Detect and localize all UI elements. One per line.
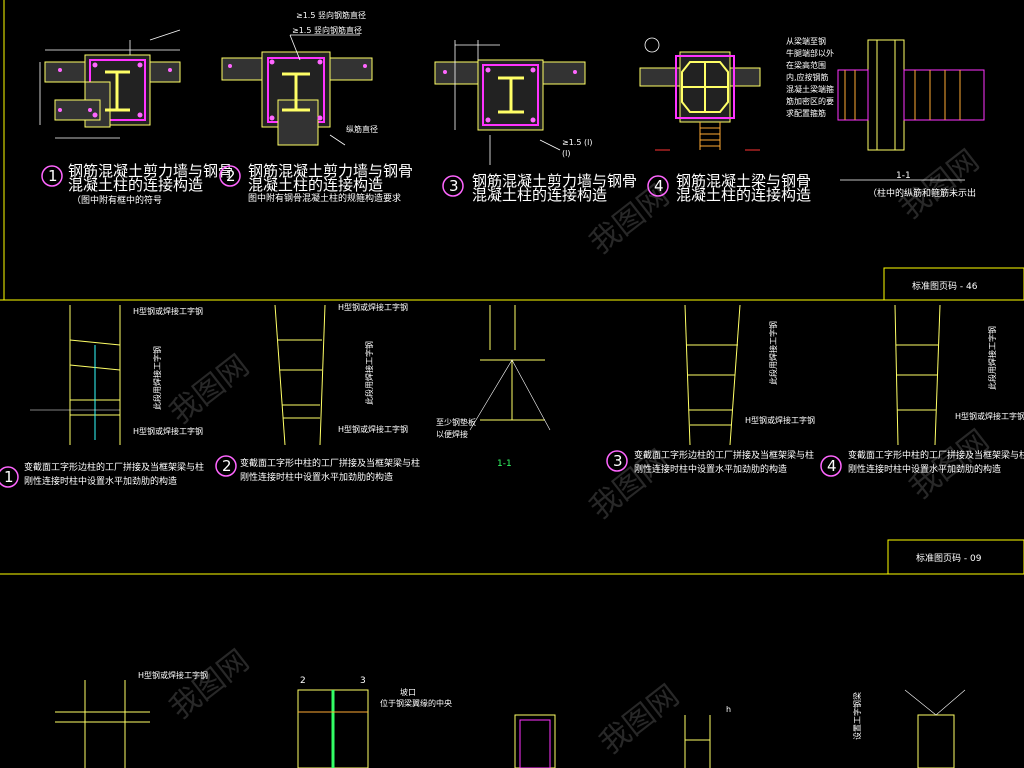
sheet2-d1-callout: H型钢或焊接工字钢 — [133, 306, 203, 316]
caption4-line2: 刚性连接时柱中设置水平加劲肋的构造 — [848, 463, 1001, 475]
detail3-title-line2: 混凝土柱的连接构造 — [472, 186, 607, 204]
sheet2-d3-side: 此段用焊接工字钢 — [768, 321, 778, 385]
sheet1-frame — [0, 0, 1024, 301]
detail4-section-label: 1-1 — [896, 171, 911, 181]
sheet2-d2-callout: H型钢或焊接工字钢 — [338, 302, 408, 312]
caption4-line1: 变截面工字形中柱的工厂拼接及当框架梁与柱 — [848, 449, 1024, 461]
sheet2-detail3 — [684, 304, 741, 446]
sheet2-page-label: 标准图页码 - 09 — [916, 552, 982, 564]
sheet3-detail-a — [55, 680, 150, 768]
side-note-line-4: 内,应按钢筋 — [786, 72, 829, 82]
side-note-line-1: 从梁端至钢 — [786, 36, 826, 46]
caption3-circle — [606, 450, 628, 472]
sheet3-detail-b — [297, 689, 369, 768]
caption1-line1: 变截面工字形边柱的工厂拼接及当框架梁与柱 — [24, 461, 204, 473]
sheet2-d2-side: 此段用焊接工字钢 — [364, 341, 374, 405]
side-note-line-2: 牛腿端部以外 — [786, 48, 834, 58]
sheet2-d4-callout: H型钢或焊接工字钢 — [955, 411, 1024, 421]
sheet3-callout-1: H型钢或焊接工字钢 — [138, 670, 208, 680]
caption1-line2: 刚性连接时柱中设置水平加劲肋的构造 — [24, 475, 177, 487]
sheet2-d3-callout: H型钢或焊接工字钢 — [745, 415, 815, 425]
detail4-number-circle — [647, 175, 669, 197]
sheet2-section-callout-2: 以便焊接 — [436, 429, 468, 439]
detail4-number: 4 — [654, 177, 664, 195]
caption4-number: 4 — [827, 457, 837, 475]
detail1-title-line1: 钢筋混凝土剪力墙与钢骨 — [68, 162, 233, 180]
sheet2-d1-callout-2: H型钢或焊接工字钢 — [133, 426, 203, 436]
detail2-callout-2: ≥1.5 竖向钢筋直径 — [296, 10, 366, 20]
detail1-number: 1 — [48, 167, 58, 185]
sheet3-callout-5: h — [726, 705, 731, 714]
detail2-number: 2 — [226, 167, 236, 185]
watermark-5: 我图网 — [593, 678, 685, 761]
sheet3-detail-c — [514, 689, 966, 768]
detail2-number-circle — [219, 165, 241, 187]
detail2-callout-3: 纵筋直径 — [346, 124, 378, 134]
side-note-line-6: 筋加密区的要 — [786, 96, 834, 106]
sheet3-callout-4: 设置工字钢梁 — [852, 692, 862, 740]
detail4-plan: 4 钢筋混凝土梁与钢骨 混凝土柱的连接构造 — [639, 37, 811, 204]
sheet2-section-callout-1: 至少钢垫板 — [436, 417, 476, 427]
detail2-title-line2: 混凝土柱的连接构造 — [248, 176, 383, 194]
detail3-callout-2: (l) — [562, 149, 570, 158]
caption2-line1: 变截面工字形中柱的工厂拼接及当框架梁与柱 — [240, 457, 420, 469]
sheet2-detail1 — [30, 305, 121, 445]
watermark-4: 我图网 — [163, 643, 255, 726]
caption3-line1: 变截面工字形边柱的工厂拼接及当框架梁与柱 — [634, 449, 814, 461]
detail1-plan: 1 钢筋混凝土剪力墙与钢骨 混凝土柱的连接构造 （图中附有框中的符号 — [39, 29, 233, 206]
sheet3-callout-3: 位于钢梁翼缘的中央 — [380, 698, 452, 708]
sheet2-section — [469, 305, 551, 431]
caption2-number: 2 — [222, 457, 232, 475]
caption1-circle — [0, 466, 19, 488]
sheet1-page-label: 标准图页码 - 46 — [912, 280, 978, 292]
caption3-number: 3 — [613, 452, 623, 470]
caption2-line2: 刚性连接时柱中设置水平加劲肋的构造 — [240, 471, 393, 483]
caption1-number: 1 — [4, 468, 14, 486]
watermark-7: 我图网 — [893, 143, 985, 226]
sheet2-detail2 — [274, 304, 326, 446]
sheet2-d1-side: 此段用焊接工字钢 — [152, 346, 162, 410]
sheet3-callout-2: 坡口 — [400, 687, 416, 697]
sheet3-mark-2: 3 — [360, 676, 366, 686]
watermark-2: 我图网 — [163, 348, 255, 431]
caption3-line2: 刚性连接时柱中设置水平加劲肋的构造 — [634, 463, 787, 475]
detail4-side-note: 从梁端至钢 牛腿端部以外 在梁高范围 内,应按钢筋 混凝土梁端箍 筋加密区的要 … — [786, 36, 834, 118]
detail3-plan: ≥1.5 (l) (l) 3 钢筋混凝土剪力墙与钢骨 混凝土柱的连接构造 — [434, 40, 637, 204]
side-note-line-3: 在梁高范围 — [786, 60, 826, 70]
detail3-title-line1: 钢筋混凝土剪力墙与钢骨 — [472, 172, 637, 190]
detail4-section: 1-1 （柱中的纵筋和箍筋未示出 — [837, 39, 985, 199]
detail1-note: （图中附有框中的符号 — [72, 194, 162, 206]
detail2-title-line1: 钢筋混凝土剪力墙与钢骨 — [248, 162, 413, 180]
detail1-number-circle — [41, 165, 63, 187]
detail1-title-line2: 混凝土柱的连接构造 — [68, 176, 203, 194]
sheet2-d4-side: 此段用焊接工字钢 — [987, 326, 997, 390]
detail4-title-line1: 钢筋混凝土梁与钢骨 — [676, 172, 811, 190]
detail2-plan: ≥1.5 竖向钢筋直径 ≥1.5 竖向钢筋直径 纵筋直径 2 钢筋混凝土剪力墙与… — [219, 10, 413, 204]
caption2-circle — [215, 455, 237, 477]
caption4-circle — [820, 455, 842, 477]
sheet2-d2-callout-2: H型钢或焊接工字钢 — [338, 424, 408, 434]
detail4-title-line2: 混凝土柱的连接构造 — [676, 186, 811, 204]
sheet2-frame — [0, 539, 1024, 575]
sheet2-detail4 — [894, 304, 941, 446]
detail3-callout-1: ≥1.5 (l) — [562, 138, 592, 147]
sheet2-section-label: 1-1 — [497, 459, 512, 469]
detail3-number-circle — [442, 175, 464, 197]
detail2-callout-1: ≥1.5 竖向钢筋直径 — [292, 25, 362, 35]
detail4-section-note: （柱中的纵筋和箍筋未示出 — [868, 187, 976, 199]
side-note-line-5: 混凝土梁端箍 — [786, 84, 834, 94]
detail3-number: 3 — [449, 177, 459, 195]
sheet3-mark-1: 2 — [300, 676, 306, 686]
side-note-line-7: 求配置箍筋 — [786, 108, 826, 118]
detail2-note: 图中附有钢骨混凝土柱的规箍构造要求 — [248, 192, 401, 204]
